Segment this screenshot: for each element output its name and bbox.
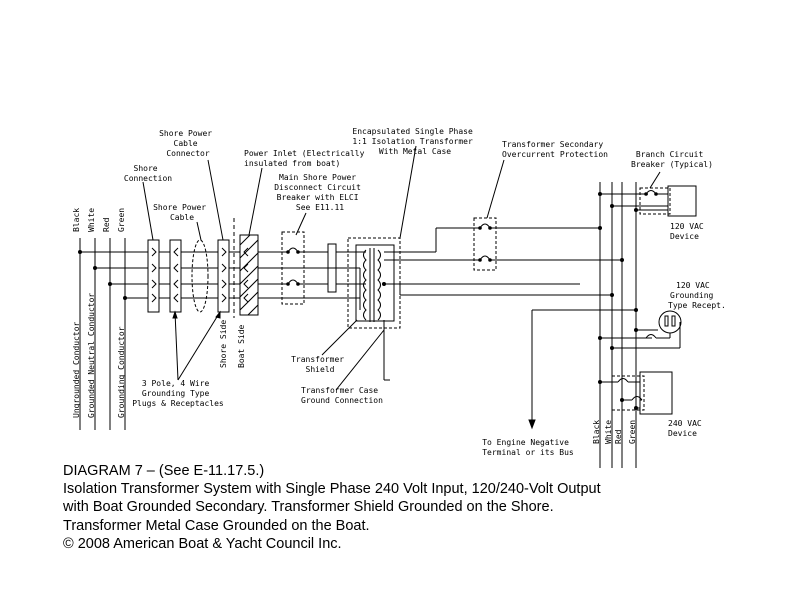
- label-isolation-transformer: Encapsulated Single Phase 1:1 Isolation …: [352, 127, 477, 156]
- transformer-shield: [355, 244, 395, 322]
- label-grounding-conductor: Grounding Conductor: [117, 326, 126, 418]
- label-white-left: White: [87, 208, 96, 232]
- label-black-left: Black: [72, 208, 81, 232]
- label-secondary-overcurrent: Transformer Secondary Overcurrent Protec…: [502, 140, 608, 159]
- label-power-inlet: Power Inlet (Electrically insulated from…: [244, 149, 369, 168]
- label-shore-side: Shore Side: [219, 320, 228, 368]
- label-white-right: White: [604, 420, 613, 444]
- main-breaker-enclosure: [281, 231, 305, 305]
- diagram-caption: DIAGRAM 7 – (See E-11.17.5.) Isolation T…: [63, 462, 763, 553]
- label-plugs-receptacles: 3 Pole, 4 Wire Grounding Type Plugs & Re…: [132, 379, 224, 408]
- label-main-disconnect: Main Shore Power Disconnect Circuit Brea…: [274, 173, 366, 212]
- label-boat-side: Boat Side: [237, 324, 246, 368]
- label-shore-power-connector: Shore Power Cable Connector: [159, 129, 217, 158]
- label-branch-breaker: Branch Circuit Breaker (Typical): [631, 150, 713, 169]
- secondary-coil: [377, 249, 381, 321]
- primary-coil: [363, 249, 367, 321]
- label-red-right: Red: [614, 429, 623, 444]
- label-case-ground: Transformer Case Ground Connection: [301, 386, 383, 405]
- label-green-left: Green: [117, 208, 126, 232]
- label-green-right: Green: [628, 420, 637, 444]
- grounding-receptacle: [658, 310, 682, 334]
- isolation-transformer-case: [347, 237, 401, 329]
- label-device-240: 240 VAC Device: [668, 419, 707, 438]
- elci-sensor: [327, 243, 337, 293]
- label-grounded-neutral: Grounded Neutral Conductor: [87, 293, 96, 418]
- device-240-box: [639, 371, 673, 415]
- label-transformer-shield: Transformer Shield: [291, 355, 349, 374]
- cable-plug-right: [217, 239, 230, 313]
- label-engine-negative: To Engine Negative Terminal or its Bus: [482, 438, 574, 457]
- branch-breaker: [639, 187, 671, 215]
- breaker-240: [611, 375, 645, 411]
- caption-line: Transformer Metal Case Grounded on the B…: [63, 517, 370, 534]
- shore-connection-block: [147, 239, 160, 313]
- label-shore-power-cable: Shore Power Cable: [153, 203, 211, 222]
- caption-line: Isolation Transformer System with Single…: [63, 481, 601, 498]
- copyright: © 2008 American Boat & Yacht Council Inc…: [63, 535, 342, 552]
- label-black-right: Black: [592, 420, 601, 444]
- shore-cable-sheath: [191, 239, 209, 313]
- label-red-left: Red: [102, 217, 111, 232]
- label-receptacle-120: 120 VAC Grounding Type Recept.: [668, 281, 726, 310]
- label-shore-connection: Shore Connection: [124, 164, 172, 183]
- label-device-120: 120 VAC Device: [670, 222, 709, 241]
- device-120-box: [667, 185, 697, 217]
- secondary-breaker-enclosure: [473, 217, 497, 271]
- label-ungrounded-conductor: Ungrounded Conductor: [72, 321, 81, 418]
- caption-line: with Boat Grounded Secondary. Transforme…: [63, 499, 554, 516]
- caption-title: DIAGRAM 7 – (See E-11.17.5.): [63, 463, 265, 479]
